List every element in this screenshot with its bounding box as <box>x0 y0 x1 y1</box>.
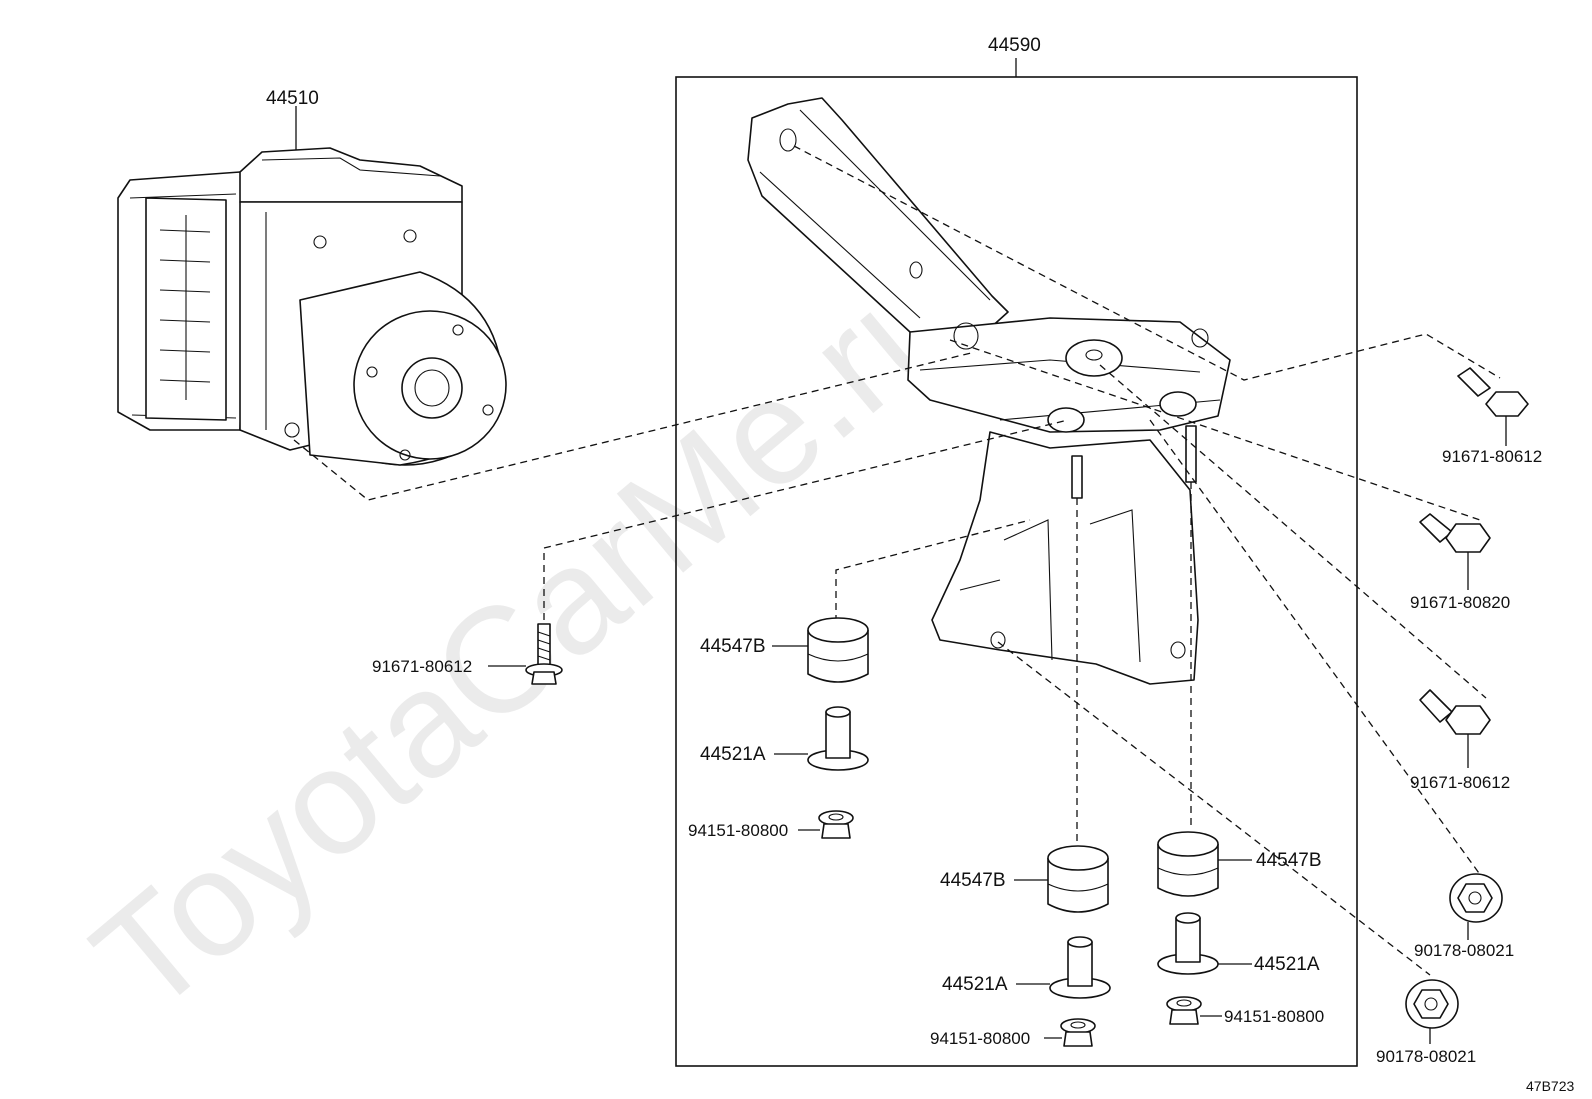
cushion-mid <box>1047 845 1109 913</box>
label-collar-left: 44521A <box>700 744 766 765</box>
bolt-right-low <box>1419 689 1491 735</box>
label-bolt-right-mid: 91671-80820 <box>1410 593 1510 612</box>
nut-right <box>1166 996 1202 1025</box>
collar-right <box>1157 912 1219 975</box>
bolt-right-top <box>1457 367 1529 417</box>
label-nut-mid: 94151-80800 <box>930 1029 1030 1048</box>
label-cushion-left: 44547B <box>700 636 766 657</box>
label-cushion-mid: 44547B <box>940 870 1006 891</box>
label-44510: 44510 <box>266 88 319 109</box>
label-cushion-right: 44547B <box>1256 850 1322 871</box>
nut-left <box>818 810 854 839</box>
bracket-part <box>747 97 1231 685</box>
label-nut-right-2: 90178-08021 <box>1376 1047 1476 1066</box>
collar-left <box>807 706 869 771</box>
nut-mid <box>1060 1018 1096 1047</box>
collar-mid <box>1049 936 1111 999</box>
dashed-leaders <box>293 145 1501 976</box>
figure-code: 47B723 <box>1526 1078 1574 1094</box>
label-bolt-right-top: 91671-80612 <box>1442 447 1542 466</box>
label-nut-left: 94151-80800 <box>688 821 788 840</box>
label-44590: 44590 <box>988 35 1041 56</box>
abs-actuator-44510 <box>117 147 507 466</box>
nut-right-2 <box>1405 979 1459 1029</box>
cushion-right <box>1157 831 1219 897</box>
label-bolt-left: 91671-80612 <box>372 657 472 676</box>
label-collar-right: 44521A <box>1254 954 1320 975</box>
label-nut-right: 94151-80800 <box>1224 1007 1324 1026</box>
nut-right-1 <box>1449 873 1503 923</box>
label-collar-mid: 44521A <box>942 974 1008 995</box>
bolt-right-mid <box>1419 513 1491 553</box>
label-nut-right-1: 90178-08021 <box>1414 941 1514 960</box>
label-bolt-right-low: 91671-80612 <box>1410 773 1510 792</box>
cushion-left <box>807 617 869 683</box>
bolt-left <box>525 623 563 685</box>
